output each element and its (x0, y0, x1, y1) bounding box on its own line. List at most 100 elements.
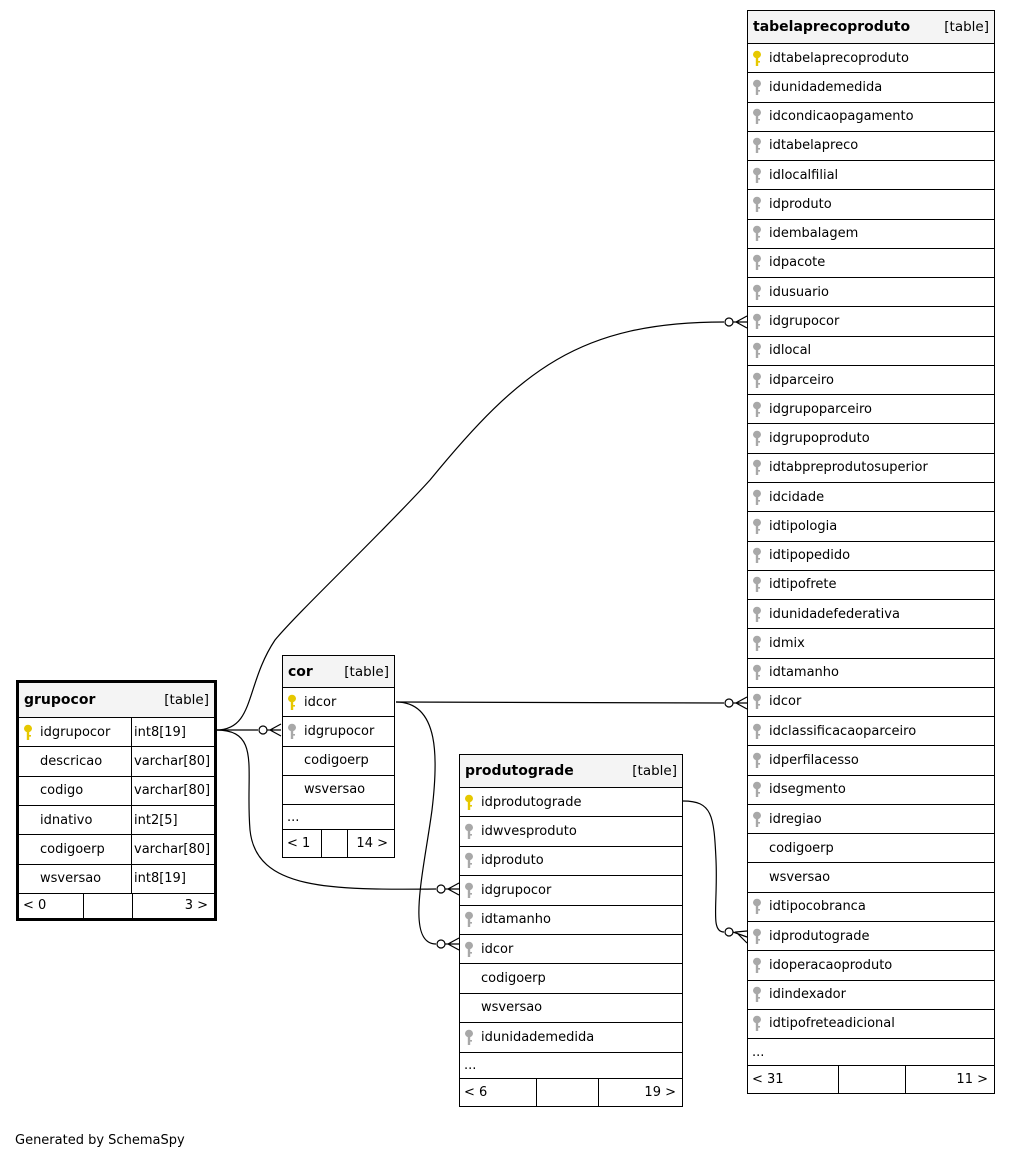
column-row[interactable]: idproduto (460, 847, 682, 877)
column-row[interactable]: idcor (748, 688, 994, 718)
column-row[interactable]: idunidademedida (460, 1023, 682, 1053)
column-row[interactable]: idtipologia (748, 512, 994, 542)
column-name: idgrupocor (481, 882, 552, 898)
column-row[interactable]: idmix (748, 629, 994, 659)
column-type: int2[5] (131, 805, 214, 835)
column-row[interactable]: wsversao (460, 994, 682, 1024)
foreign-key-icon (460, 1029, 478, 1046)
column-name-cell: idgrupocor (460, 876, 682, 904)
column-row[interactable]: codigoerp (460, 964, 682, 994)
column-name: idindexador (769, 987, 846, 1003)
table-tabelaprecoproduto[interactable]: tabelaprecoproduto [table] idtabelapreco… (747, 10, 995, 1095)
column-name-cell: wsversao (19, 865, 131, 893)
column-row[interactable]: idindexador (748, 981, 994, 1010)
column-row[interactable]: idtamanho (460, 906, 682, 935)
column-row[interactable]: idperfilacesso (748, 746, 994, 776)
primary-key-icon (19, 724, 37, 741)
column-row[interactable]: idcondicaopagamento (748, 103, 994, 132)
column-row[interactable]: idtipofrete (748, 571, 994, 601)
column-name-cell: idusuario (748, 278, 994, 306)
column-row[interactable]: idtabpreprodutosuperior (748, 454, 994, 483)
column-row[interactable]: idcor (283, 688, 394, 718)
column-name: idcor (481, 941, 514, 957)
children-count[interactable]: 3 > (132, 893, 214, 918)
column-row[interactable]: idcor (460, 935, 682, 965)
column-row[interactable]: idgrupoproduto (748, 424, 994, 454)
column-name-cell: idtipocobranca (748, 893, 994, 921)
parents-count[interactable]: < 6 (464, 1084, 488, 1100)
column-row[interactable]: idgrupocor (460, 876, 682, 906)
column-name-cell: idunidadefederativa (748, 600, 994, 628)
column-row[interactable]: idusuario (748, 278, 994, 308)
column-row[interactable]: idcidade (748, 483, 994, 513)
column-row[interactable]: wsversao (283, 776, 394, 805)
column-row[interactable]: codigoerp (748, 834, 994, 864)
parents-count[interactable]: < 31 (752, 1072, 784, 1088)
foreign-key-icon (748, 693, 766, 710)
column-name-cell: idtipopedido (748, 542, 994, 570)
column-name-cell: idtipofreteadicional (748, 1010, 994, 1038)
column-name: wsversao (481, 1000, 543, 1016)
column-name: idgrupocor (40, 724, 111, 740)
column-row[interactable]: idtipofreteadicional (748, 1010, 994, 1040)
column-row[interactable]: idwvesproduto (460, 817, 682, 847)
column-row[interactable]: idprodutograde (460, 788, 682, 818)
more-columns: ... (283, 805, 394, 830)
column-row[interactable]: idembalagem (748, 220, 994, 249)
table-footer: < 0 3 > (19, 893, 214, 918)
table-header[interactable]: tabelaprecoproduto [table] (748, 11, 994, 44)
column-row[interactable]: idclassificacaoparceiro (748, 717, 994, 747)
column-row[interactable]: idgrupoparceiro (748, 395, 994, 425)
column-row[interactable]: idgrupocor (748, 307, 994, 337)
column-row[interactable]: idlocalfilial (748, 161, 994, 191)
column-row[interactable]: idtamanho (748, 659, 994, 688)
table-name: tabelaprecoproduto (753, 19, 911, 35)
foreign-key-icon (748, 430, 766, 447)
parents-count[interactable]: < 1 (287, 836, 311, 851)
column-row[interactable]: idregiao (748, 805, 994, 835)
column-row[interactable]: idlocal (748, 337, 994, 366)
column-name: idlocalfilial (769, 167, 839, 183)
column-row[interactable]: wsversao (748, 863, 994, 893)
parents-count[interactable]: < 0 (23, 898, 47, 914)
table-header[interactable]: produtograde [table] (460, 755, 682, 788)
column-name-cell: idcidade (748, 483, 994, 511)
column-name: idsegmento (769, 782, 846, 798)
column-row[interactable]: codigoerp (283, 747, 394, 776)
column-row[interactable]: idunidadefederativa (748, 600, 994, 630)
column-row[interactable]: idsegmento (748, 776, 994, 805)
table-header[interactable]: grupocor [table] (19, 683, 214, 718)
column-name-cell: idlocalfilial (748, 161, 994, 189)
children-count[interactable]: 14 > (347, 830, 394, 857)
column-row[interactable]: idproduto (748, 190, 994, 220)
column-row[interactable]: idtabelaprecoproduto (748, 44, 994, 74)
column-row[interactable]: idgrupocor (283, 717, 394, 747)
column-name: codigoerp (769, 840, 834, 856)
column-name-cell: wsversao (460, 994, 682, 1022)
children-count[interactable]: 11 > (905, 1066, 994, 1094)
column-name-cell: idtipofrete (748, 571, 994, 599)
column-row[interactable]: idtabelapreco (748, 132, 994, 162)
table-header[interactable]: cor [table] (283, 656, 394, 688)
column-row[interactable]: idoperacaoproduto (748, 951, 994, 981)
column-row[interactable]: idprodutograde (748, 922, 994, 952)
children-count[interactable]: 19 > (598, 1078, 682, 1106)
column-name: idmix (769, 635, 805, 651)
column-row[interactable]: idtipocobranca (748, 893, 994, 922)
column-row[interactable]: idunidademedida (748, 73, 994, 103)
column-row[interactable]: idtipopedido (748, 542, 994, 571)
column-row[interactable]: idparceiro (748, 366, 994, 396)
column-row[interactable]: idpacote (748, 249, 994, 279)
foreign-key-icon (748, 898, 766, 915)
footer-spacer (536, 1078, 598, 1106)
column-name: idcor (769, 694, 802, 710)
